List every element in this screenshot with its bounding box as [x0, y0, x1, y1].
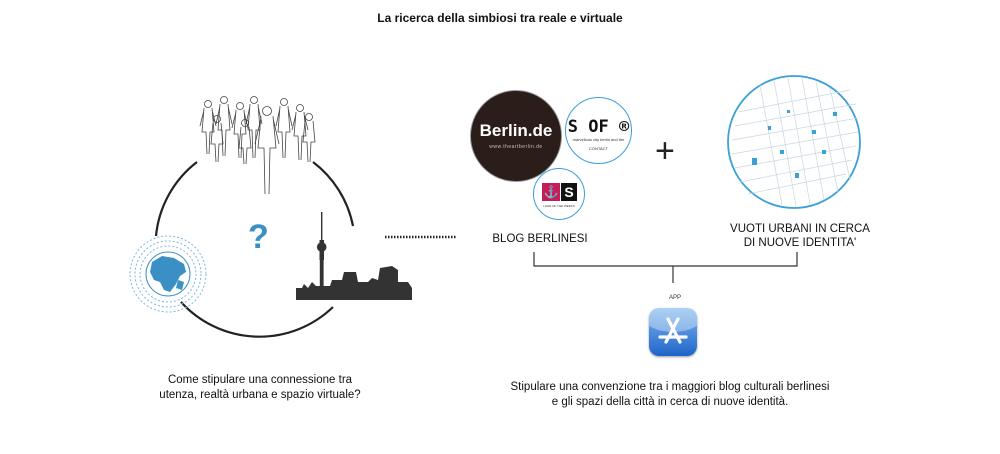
blog-s-tagline: LAND OF THE WEEKS [534, 204, 584, 208]
blog-sof-sub: CONTACT [566, 146, 631, 151]
cycle-arc-bottom [181, 302, 333, 337]
question-mark: ? [248, 218, 269, 257]
tv-tower-skyline-icon [296, 212, 412, 300]
globe-icon [130, 236, 206, 312]
right-caption-line2: e gli spazi della città in cerca di nuov… [480, 395, 860, 410]
cycle-arc-left [156, 162, 197, 236]
people-crowd-icon [200, 97, 315, 195]
bracket [534, 252, 797, 283]
city-map-icon [728, 76, 860, 208]
vuoti-label: VUOTI URBANI IN CERCA DI NUOVE IDENTITA' [700, 222, 900, 250]
app-label: APP [650, 295, 700, 301]
blog-s-letter: S [561, 183, 577, 201]
app-store-icon [649, 308, 697, 356]
blog-sof-tagline: marvellous city berlin and the [566, 137, 631, 142]
blog-sof-name: S OF ® [566, 117, 631, 137]
left-caption-line2: utenza, realtà urbana e spazio virtuale? [140, 388, 380, 403]
plus-sign: + [655, 134, 675, 168]
left-caption-line1: Come stipulare una connessione tra [140, 373, 380, 388]
blog-sof-logo: S OF ® marvellous city berlin and the CO… [565, 97, 632, 164]
anchor-icon: ⚓ [542, 183, 560, 201]
app-store-glyph [649, 308, 697, 356]
right-caption: Stipulare una convenzione tra i maggiori… [480, 380, 860, 410]
cycle-arc-right [313, 162, 353, 226]
blog-berlin-de-url: www.theartberlin.de [471, 144, 561, 150]
vuoti-label-line1: VUOTI URBANI IN CERCA [700, 222, 900, 236]
blog-berlin-de-logo: Berlin.de www.theartberlin.de [470, 90, 562, 182]
blog-s-logo: ⚓ S LAND OF THE WEEKS [533, 168, 585, 220]
left-caption: Come stipulare una connessione tra utenz… [140, 373, 380, 403]
blog-label: BLOG BERLINESI [460, 232, 620, 246]
blog-berlin-de-name: Berlin.de [471, 121, 561, 141]
vuoti-label-line2: DI NUOVE IDENTITA' [700, 236, 900, 250]
right-caption-line1: Stipulare una convenzione tra i maggiori… [480, 380, 860, 395]
